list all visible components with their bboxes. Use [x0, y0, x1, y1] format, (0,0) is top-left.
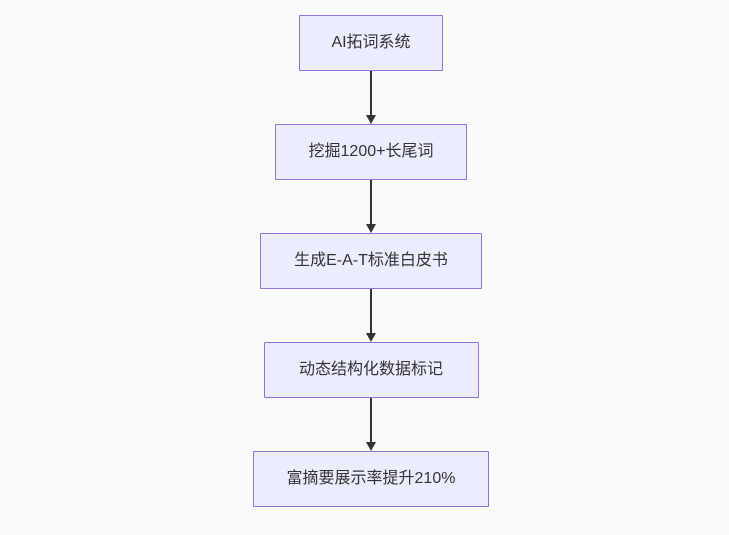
arrow-shaft [370, 180, 372, 224]
flow-node-label: 动态结构化数据标记 [298, 361, 443, 378]
flow-arrow-a-to-b [365, 71, 377, 124]
flow-node-rich-snippet-rate-increase: 富摘要展示率提升210% [253, 451, 489, 507]
arrowhead-down-icon [366, 333, 376, 342]
arrowhead-down-icon [366, 224, 376, 233]
flow-node-mine-longtail-keywords: 挖掘1200+长尾词 [275, 124, 467, 180]
arrowhead-down-icon [366, 115, 376, 124]
flow-node-label: 富摘要展示率提升210% [286, 470, 456, 487]
flow-arrow-b-to-c [365, 180, 377, 233]
arrowhead-down-icon [366, 442, 376, 451]
flow-node-dynamic-structured-data-markup: 动态结构化数据标记 [263, 342, 479, 398]
arrow-shaft [370, 398, 372, 442]
flow-node-label: 生成E-A-T标准白皮书 [294, 252, 448, 269]
arrow-shaft [370, 289, 372, 333]
flowchart-column: AI拓词系统 挖掘1200+长尾词 生成E-A-T标准白皮书 动态结构化数据标记 [253, 15, 489, 507]
arrow-shaft [370, 71, 372, 115]
flow-node-ai-word-expansion-system: AI拓词系统 [299, 15, 443, 71]
flow-node-label: 挖掘1200+长尾词 [308, 143, 434, 160]
flow-node-generate-eat-whitepaper: 生成E-A-T标准白皮书 [260, 233, 482, 289]
flow-arrow-d-to-e [365, 398, 377, 451]
flow-node-label: AI拓词系统 [331, 34, 411, 51]
flow-arrow-c-to-d [365, 289, 377, 342]
